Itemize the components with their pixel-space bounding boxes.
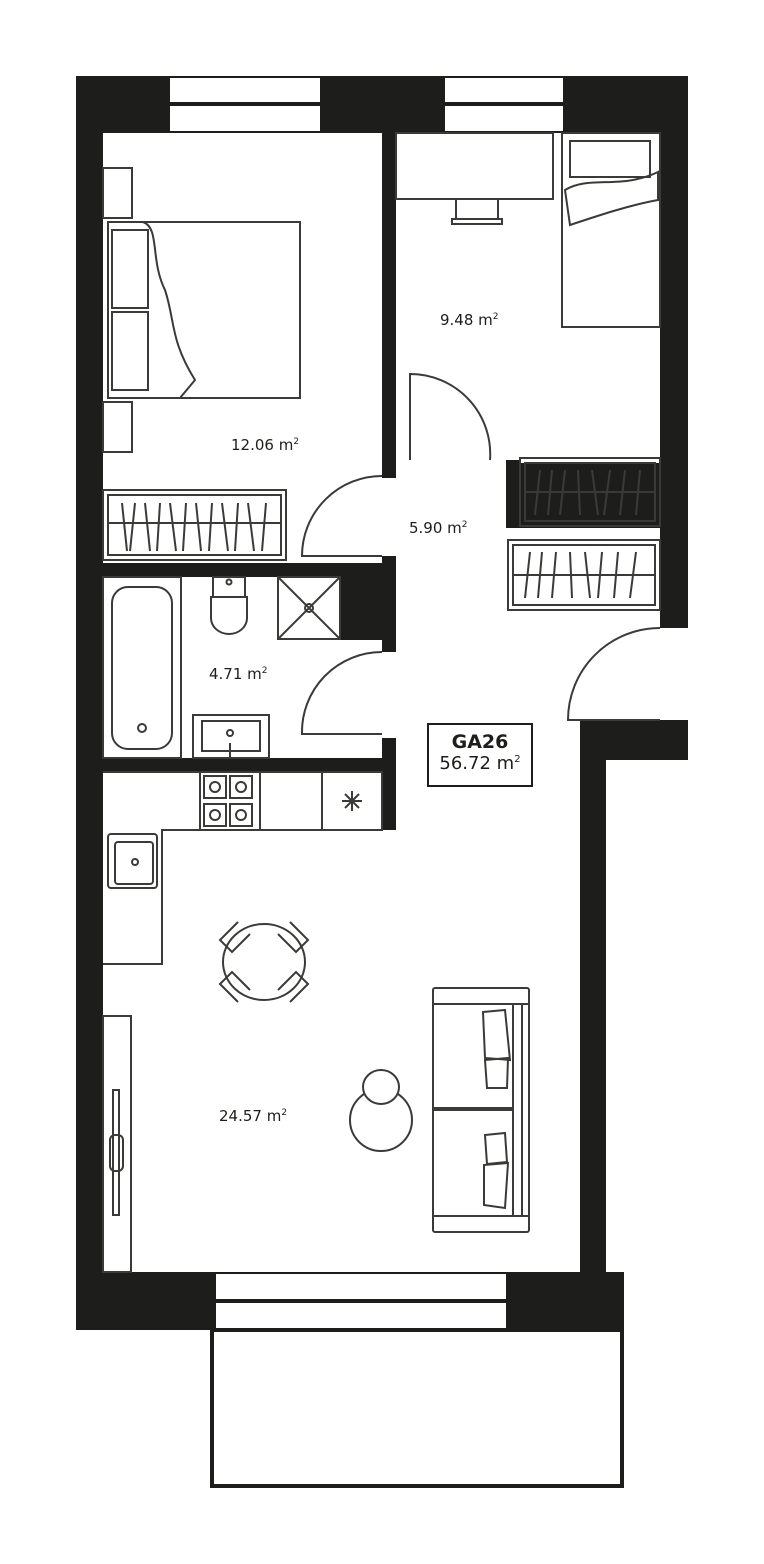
bedroom-floor xyxy=(103,133,382,563)
room-area-bedroom-2: 9.48 m2 xyxy=(440,311,499,329)
area-value: 5.90 m xyxy=(409,519,462,537)
window-top-left xyxy=(170,78,320,131)
kitchen-counter xyxy=(103,771,383,965)
kitchen-sink xyxy=(107,833,158,889)
total-area-sup: 2 xyxy=(514,754,521,765)
room-area-bathroom: 4.71 m2 xyxy=(209,665,268,683)
area-value: 24.57 m xyxy=(219,1107,282,1125)
window-bottom xyxy=(216,1274,506,1328)
desk xyxy=(395,132,554,225)
toilet xyxy=(210,576,248,635)
window-top-right xyxy=(445,78,563,131)
entrance-opening xyxy=(658,628,690,720)
area-unit-sup: 2 xyxy=(461,520,468,530)
total-area-value: 56.72 m xyxy=(439,753,515,774)
bedroom-door-gap xyxy=(380,478,398,556)
hall-wardrobes xyxy=(507,457,661,611)
double-bed xyxy=(102,167,301,453)
washbasin xyxy=(192,714,270,759)
balcony xyxy=(210,1328,624,1488)
bedroom-door xyxy=(300,475,383,557)
bathroom-door-gap xyxy=(380,652,398,738)
unit-label-box: GA26 56.72 m2 xyxy=(427,723,533,787)
bathroom-floor xyxy=(103,577,340,758)
wardrobe xyxy=(102,489,287,561)
armchair xyxy=(349,1069,413,1152)
bathtub xyxy=(102,576,182,759)
hall-lower-floor xyxy=(506,720,580,830)
sofa xyxy=(432,987,530,1233)
bathroom-door xyxy=(300,651,383,735)
dining-table xyxy=(218,921,310,1003)
bedroom2-door-gap xyxy=(410,455,490,463)
area-unit-sup: 2 xyxy=(281,1108,288,1118)
entrance-door xyxy=(566,627,661,721)
area-value: 12.06 m xyxy=(231,436,294,454)
hallway-floor xyxy=(396,460,506,830)
single-bed xyxy=(561,132,661,328)
area-unit-sup: 2 xyxy=(293,437,300,447)
room-area-hallway: 5.90 m2 xyxy=(409,519,468,537)
wardrobe-living xyxy=(102,1015,132,1273)
kitchen-floor xyxy=(103,772,382,832)
bedroom2-floor xyxy=(396,133,660,460)
extractor-icon xyxy=(342,791,362,811)
living-floor xyxy=(103,830,580,1272)
area-value: 4.71 m xyxy=(209,665,262,683)
stove xyxy=(203,775,253,827)
room-area-living: 24.57 m2 xyxy=(219,1107,287,1125)
shower xyxy=(277,576,341,640)
unit-total-area: 56.72 m2 xyxy=(429,753,531,774)
room-area-bedroom: 12.06 m2 xyxy=(231,436,299,454)
bedroom2-door xyxy=(409,372,492,461)
area-value: 9.48 m xyxy=(440,311,493,329)
bathroom-floor-b xyxy=(340,640,382,758)
area-unit-sup: 2 xyxy=(261,666,268,676)
area-unit-sup: 2 xyxy=(492,312,499,322)
unit-code: GA26 xyxy=(451,731,509,753)
